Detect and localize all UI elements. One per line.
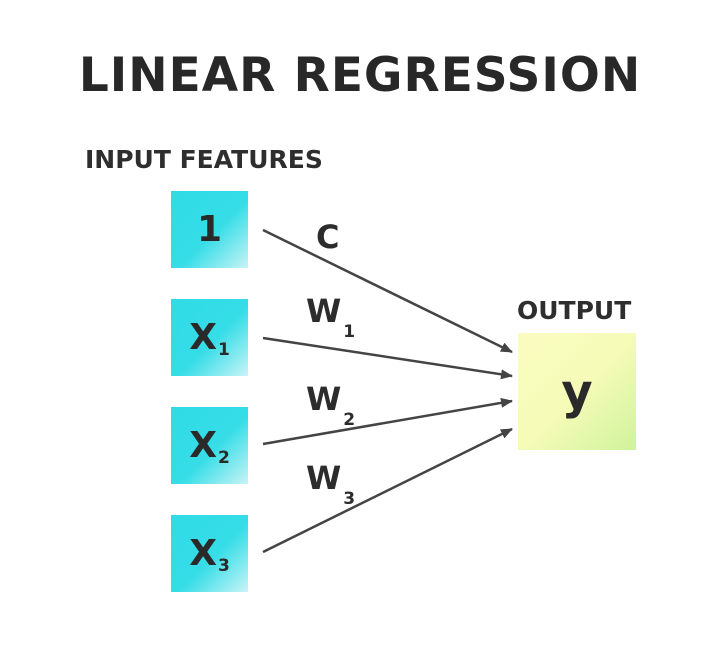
arrow-w2 xyxy=(262,397,513,446)
weight-text: W xyxy=(306,292,342,330)
weight-subscript: 2 xyxy=(343,410,356,431)
output-node-label: y xyxy=(561,363,593,420)
weight-label-w1: W1 xyxy=(306,292,355,342)
input-node-label: X xyxy=(189,317,217,358)
page-title: LINEAR REGRESSION xyxy=(78,48,642,103)
weight-text: C xyxy=(316,218,340,256)
input-node-subscript: 3 xyxy=(217,555,230,576)
input-node-bias: 1 xyxy=(171,191,248,268)
input-node-label: X xyxy=(189,425,217,466)
weight-text: W xyxy=(306,380,342,418)
weight-label-c: C xyxy=(316,218,339,256)
weight-text: W xyxy=(306,459,342,497)
input-node-label: X xyxy=(189,533,217,574)
weight-label-w2: W2 xyxy=(306,380,355,430)
output-node-y: y xyxy=(518,333,636,450)
weight-label-w3: W3 xyxy=(306,459,355,509)
weight-subscript: 3 xyxy=(343,489,356,510)
input-node-subscript: 1 xyxy=(217,339,230,360)
input-features-heading: INPUT FEATURES xyxy=(85,145,323,174)
arrow-c xyxy=(262,228,513,354)
weight-subscript: 1 xyxy=(343,322,356,343)
output-heading: OUTPUT xyxy=(517,296,632,325)
input-node-subscript: 2 xyxy=(217,447,230,468)
input-node-label: 1 xyxy=(196,209,223,250)
arrow-w3 xyxy=(262,427,513,554)
arrow-w1 xyxy=(262,336,513,380)
